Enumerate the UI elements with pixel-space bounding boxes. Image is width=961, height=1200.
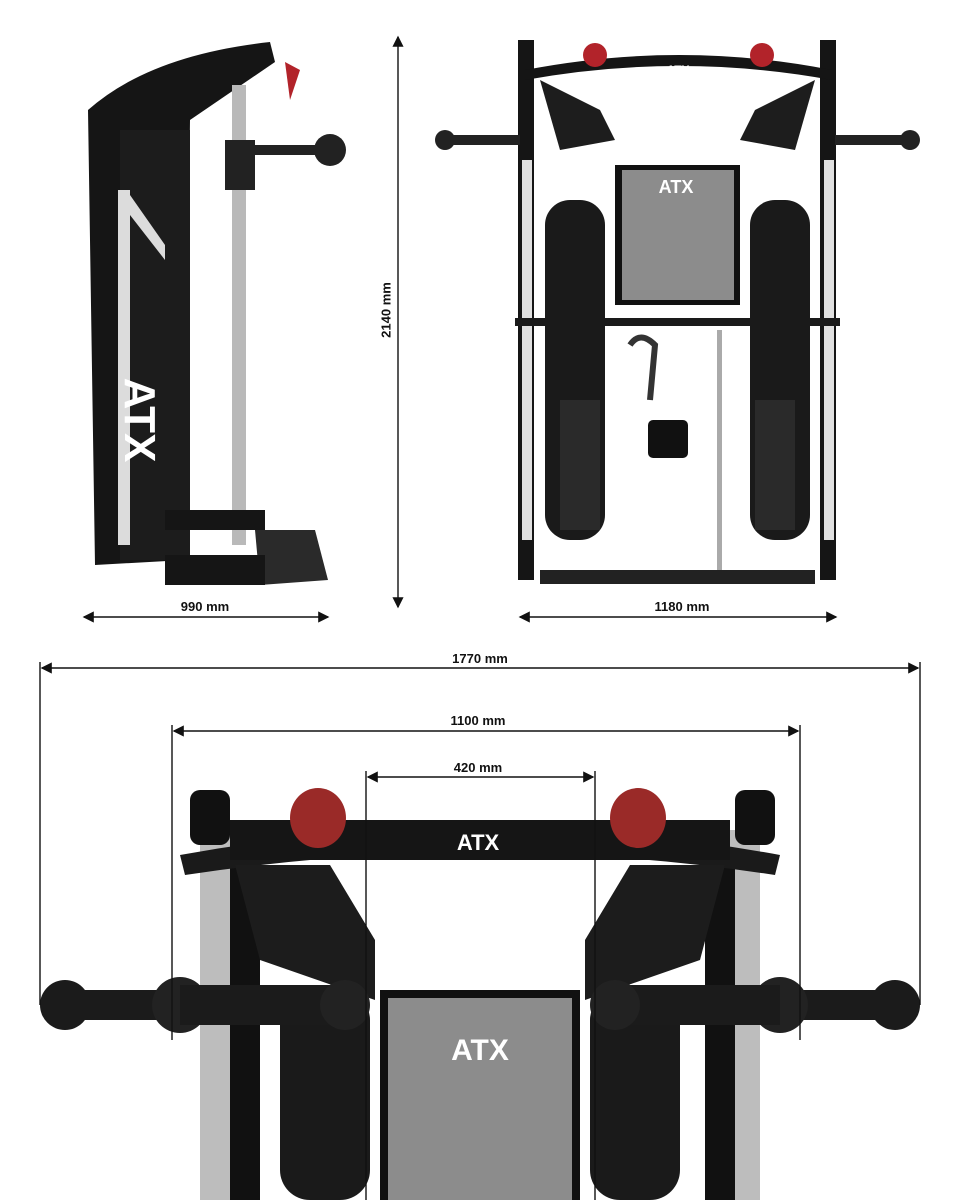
side-logo: ATX (115, 378, 164, 463)
dimension-lines (39, 35, 921, 1200)
dim-label-1180: 1180 mm (654, 599, 710, 614)
dim-label-1770: 1770 mm (452, 651, 508, 666)
dim-label-990: 990 mm (180, 599, 230, 614)
front-top-logo: ATX (666, 63, 689, 77)
front-panel-logo: ATX (659, 177, 694, 197)
dim-label-420: 420 mm (453, 760, 503, 775)
front-view-machine: ATX ATX (435, 40, 920, 584)
dim-label-2140: 2140 mm (378, 282, 394, 338)
dim-label-1100: 1100 mm (450, 713, 506, 728)
closeup-top-logo: ATX (457, 830, 500, 855)
side-view-machine: ATX (88, 42, 346, 585)
closeup-machine: ATX ATX (40, 788, 920, 1200)
closeup-panel-logo: ATX (451, 1034, 509, 1067)
